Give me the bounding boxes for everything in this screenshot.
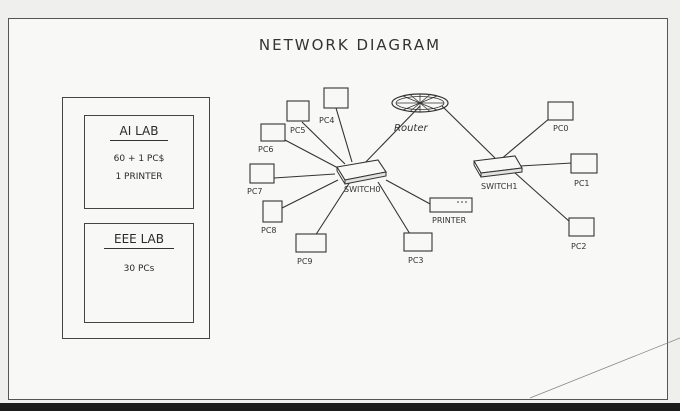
pc5-icon [286, 100, 310, 122]
link-router-switch1 [441, 105, 496, 159]
link-switch0-pc3 [377, 181, 411, 235]
pc8-label: PC8 [261, 226, 277, 235]
eee-lab-box: EEE LAB 30 PCs [84, 223, 194, 323]
link-switch0-printer [385, 179, 433, 206]
link-switch0-router [359, 105, 421, 169]
printer-icon [429, 197, 473, 213]
switch1-icon [473, 155, 523, 178]
labs-panel [62, 97, 210, 339]
paper-sheet [8, 18, 668, 400]
link-switch1-pc2 [513, 171, 571, 223]
bottom-edge [0, 403, 680, 411]
ai-lab-printer: 1 PRINTER [115, 172, 163, 182]
pc0-label: PC0 [553, 124, 569, 133]
pc7-icon [249, 163, 275, 184]
link-switch0-pc4 [335, 107, 353, 163]
eee-lab-title: EEE LAB [104, 232, 174, 249]
connections [273, 105, 573, 237]
pc9-icon [295, 233, 327, 253]
ai-lab-title: AI LAB [109, 124, 169, 141]
switch0-label: SWITCH0 [344, 185, 380, 194]
pc8-icon [262, 200, 283, 223]
pc1-label: PC1 [574, 179, 590, 188]
router-icon [391, 93, 449, 113]
link-switch1-pc1 [519, 162, 573, 167]
pc3-label: PC3 [408, 256, 424, 265]
pc4-icon [323, 87, 349, 109]
pc2-label: PC2 [571, 242, 587, 251]
diagram-title: NETWORK DIAGRAM [258, 36, 442, 54]
switch1-label: SWITCH1 [481, 182, 517, 191]
ai-lab-box: AI LAB 60 + 1 PC$ 1 PRINTER [84, 115, 194, 209]
pc9-label: PC9 [297, 257, 313, 266]
pc0-icon [547, 101, 574, 121]
router-label: Router [394, 123, 428, 134]
pc7-label: PC7 [247, 187, 263, 196]
link-switch0-pc6 [284, 139, 339, 169]
pc-boxes [249, 87, 598, 253]
link-switch0-pc9 [314, 181, 351, 237]
pc3-icon [403, 232, 433, 252]
link-switch1-pc0 [499, 117, 551, 161]
link-switch0-pc5 [301, 121, 346, 165]
pc6-icon [260, 123, 286, 142]
link-switch0-pc8 [281, 179, 339, 209]
pencil-stroke [529, 337, 680, 399]
link-switch0-pc7 [273, 173, 336, 179]
pc1-icon [570, 153, 598, 174]
pc5-label: PC5 [290, 126, 306, 135]
pc4-label: PC4 [319, 116, 335, 125]
printer-label: PRINTER [432, 216, 467, 225]
eee-lab-pcs: 30 PCs [123, 264, 155, 274]
pc2-icon [568, 217, 595, 237]
ai-lab-pcs: 60 + 1 PC$ [113, 154, 165, 164]
pc6-label: PC6 [258, 145, 274, 154]
switch0-icon [336, 159, 387, 185]
